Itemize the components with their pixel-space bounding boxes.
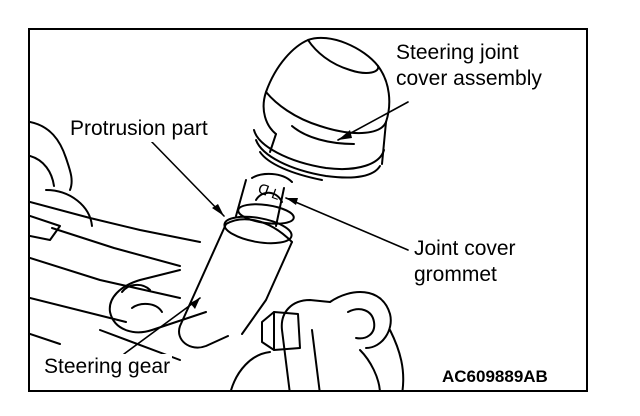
vehicle-body-lines xyxy=(30,121,201,345)
svg-text:ᗡ L: ᗡ L xyxy=(256,180,283,203)
steering-gear-illustration: ᗡ L xyxy=(30,36,409,390)
diagram-frame: ᗡ L xyxy=(28,28,588,392)
leader-arrowheads xyxy=(190,130,352,309)
steering-joint-cover-assembly-label: Steering joint cover assembly xyxy=(394,40,544,92)
steering-gear-label: Steering gear xyxy=(42,354,173,380)
steering-gear-housing xyxy=(99,215,293,361)
protrusion-part-label: Protrusion part xyxy=(68,116,210,142)
pipes xyxy=(230,291,405,390)
joint-cover-grommet-shape: ᗡ L xyxy=(235,172,295,227)
joint-cover-grommet-label: Joint cover grommet xyxy=(412,236,518,288)
figure-code: AC609889AB xyxy=(442,367,548,386)
steering-joint-cover-shape xyxy=(253,36,391,181)
